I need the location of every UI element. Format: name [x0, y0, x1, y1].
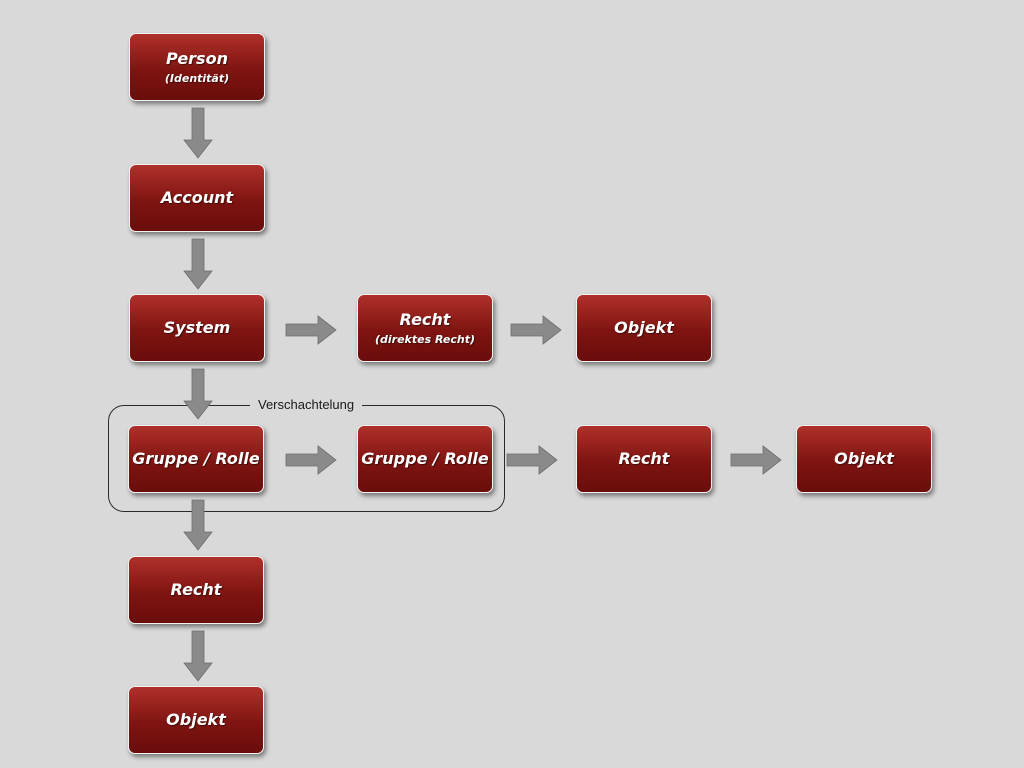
node-objekt-1-label: Objekt	[614, 318, 674, 337]
node-recht-direkt-label: Recht	[399, 309, 451, 329]
arrow-right-system-recht	[285, 315, 337, 345]
node-person-sublabel: (Identität)	[164, 71, 230, 85]
node-gruppe-rolle-1-label: Gruppe / Rolle	[132, 449, 260, 468]
arrow-right-gruppe-recht	[506, 445, 558, 475]
arrow-right-recht-objekt	[510, 315, 562, 345]
arrow-down-person-account	[183, 107, 213, 159]
node-gruppe-rolle-2[interactable]: Gruppe / Rolle	[357, 425, 493, 493]
node-recht-3-label: Recht	[170, 580, 222, 599]
node-person-label: Person	[166, 48, 228, 68]
node-recht-3[interactable]: Recht	[128, 556, 264, 624]
node-recht-direkt[interactable]: Recht (direktes Recht)	[357, 294, 493, 362]
arrow-down-gruppe-recht	[183, 499, 213, 551]
node-system-label: System	[163, 318, 231, 337]
node-system[interactable]: System	[129, 294, 265, 362]
arrow-right-gruppe-gruppe	[285, 445, 337, 475]
node-objekt-2[interactable]: Objekt	[796, 425, 932, 493]
node-objekt-3-label: Objekt	[166, 710, 226, 729]
node-account[interactable]: Account	[129, 164, 265, 232]
node-account-label: Account	[160, 188, 234, 207]
node-gruppe-rolle-1[interactable]: Gruppe / Rolle	[128, 425, 264, 493]
arrow-down-system-gruppe	[183, 368, 213, 420]
node-objekt-2-label: Objekt	[834, 449, 894, 468]
node-objekt-3[interactable]: Objekt	[128, 686, 264, 754]
node-person[interactable]: Person (Identität)	[129, 33, 265, 101]
arrow-down-recht-objekt	[183, 630, 213, 682]
arrow-down-account-system	[183, 238, 213, 290]
node-objekt-1[interactable]: Objekt	[576, 294, 712, 362]
node-recht-2[interactable]: Recht	[576, 425, 712, 493]
node-recht-direkt-sublabel: (direktes Recht)	[375, 332, 475, 346]
node-recht-2-label: Recht	[618, 449, 670, 468]
nesting-label: Verschachtelung	[250, 396, 363, 414]
arrow-right-recht-objekt-2	[730, 445, 782, 475]
node-gruppe-rolle-2-label: Gruppe / Rolle	[361, 449, 489, 468]
